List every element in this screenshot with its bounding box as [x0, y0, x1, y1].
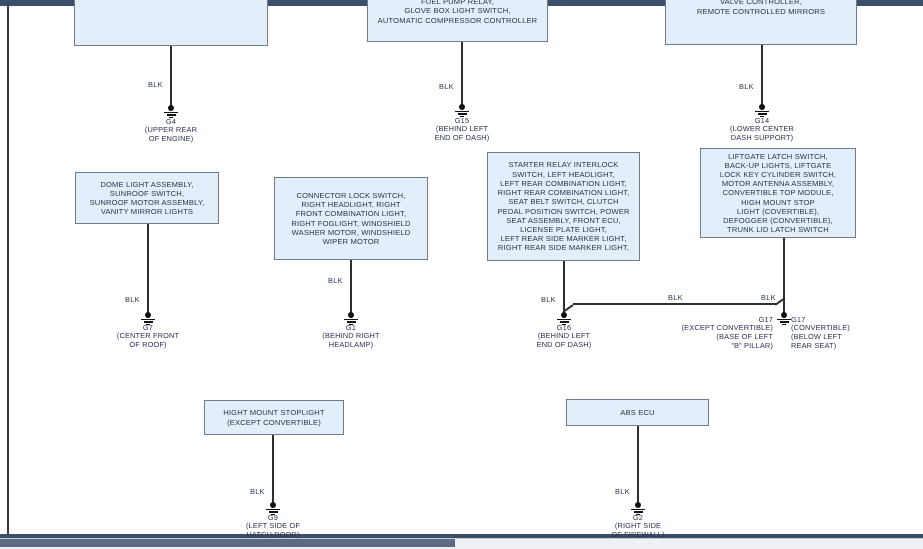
component-box-g16-source: STARTER RELAY INTERLOCK SWITCH, LEFT HEA… — [487, 152, 640, 261]
wire-label-bus: BLK — [668, 293, 683, 302]
ground-id-g17-except-convertible: G17 — [758, 315, 773, 324]
wire-label-g15: BLK — [439, 82, 454, 91]
wire-g4 — [170, 46, 172, 106]
wire-g15 — [461, 42, 463, 106]
ground-location-g4: (UPPER REAR OF ENGINE) — [144, 125, 198, 143]
ground-location-g2: (RIGHT SIDE OF FIREWALL) — [611, 521, 665, 539]
ground-id-g14: G14 — [754, 116, 770, 125]
component-box-g1-source: CONNECTOR LOCK SWITCH, RIGHT HEADLIGHT, … — [274, 177, 428, 260]
wire-g17 — [783, 238, 785, 318]
ground-symbol-g7 — [140, 312, 156, 325]
ground-symbol-g16 — [556, 312, 572, 325]
wire-label-g9: BLK — [250, 487, 265, 496]
ground-id-g7: G7 — [142, 323, 154, 332]
page-left-rule — [7, 6, 9, 534]
component-box-g7-source: DOME LIGHT ASSEMBLY, SUNROOF SWITCH, SUN… — [75, 172, 219, 224]
component-box-g2-source: ABS ECU — [566, 399, 709, 426]
ground-location-g1: (BEHIND RIGHT HEADLAMP) — [322, 331, 380, 349]
wire-g16 — [563, 261, 565, 318]
ground-symbol-g9 — [265, 502, 281, 515]
component-box-g9-source: HIGHT MOUNT STOPLIGHT (EXCEPT CONVERTIBL… — [204, 400, 344, 435]
wire-label-g7: BLK — [125, 295, 140, 304]
wire-g2 — [637, 426, 639, 507]
ground-location-g16: (BEHIND LEFT END OF DASH) — [536, 331, 592, 349]
wire-label-g1: BLK — [328, 276, 343, 285]
ground-id-g16: G16 — [556, 323, 572, 332]
ground-location-g15: (BEHIND LEFT END OF DASH) — [434, 124, 490, 142]
ground-id-g9: G9 — [267, 513, 279, 522]
wire-label-g14: BLK — [739, 82, 754, 91]
horizontal-scrollbar-thumb[interactable] — [0, 539, 455, 547]
component-box-g15-source: FUEL PUMP RELAY, GLOVE BOX LIGHT SWITCH,… — [367, 0, 548, 42]
ground-id-g15: G15 — [454, 116, 470, 125]
component-box-g4-source: VEHICLE SPEED SENSOR (2.4L), ACCESSORY S… — [74, 0, 268, 46]
wire-bus-horizontal — [573, 303, 777, 305]
ground-symbol-g15 — [454, 104, 470, 117]
ground-symbol-g17 — [776, 312, 792, 325]
component-box-g17-source: LIFTGATE LATCH SWITCH, BACK-UP LIGHTS, L… — [700, 148, 856, 238]
ground-id-g2: G2 — [632, 513, 644, 522]
ground-location-g17-except-convertible: (EXCEPT CONVERTIBLE) (BASE OF LEFT "B" P… — [681, 323, 773, 350]
wire-label-g17: BLK — [761, 293, 776, 302]
ground-symbol-g1 — [343, 312, 359, 325]
wire-label-g4: BLK — [148, 80, 163, 89]
component-box-g14-source: ECU, IMMOBILIZER ECU, BLOWER RELAY, WATE… — [665, 0, 857, 45]
ground-location-g17-convertible: (CONVERTIBLE) (BELOW LEFT REAR SEAT) — [791, 323, 850, 350]
wire-g7 — [147, 224, 149, 318]
wire-label-g16: BLK — [541, 295, 556, 304]
ground-location-g14: (LOWER CENTER DASH SUPPORT) — [730, 124, 794, 142]
ground-id-g4: G4 — [165, 117, 177, 126]
window-bottom-bar — [0, 534, 923, 538]
ground-id-g1: G1 — [345, 323, 357, 332]
wire-g1 — [350, 260, 352, 318]
ground-symbol-g2 — [630, 502, 646, 515]
horizontal-scrollbar-track[interactable] — [0, 538, 923, 549]
ground-symbol-g14 — [754, 104, 770, 117]
wire-g9 — [272, 435, 274, 507]
ground-location-g9: (LEFT SIDE OF HATCH DOOR) — [246, 521, 300, 539]
wire-g14 — [761, 45, 763, 106]
ground-symbol-g4 — [163, 105, 179, 118]
ground-location-g7: (CENTER FRONT OF ROOF) — [116, 331, 180, 349]
wire-label-g2: BLK — [615, 487, 630, 496]
ground-id-g17-convertible: G17 — [791, 315, 806, 324]
